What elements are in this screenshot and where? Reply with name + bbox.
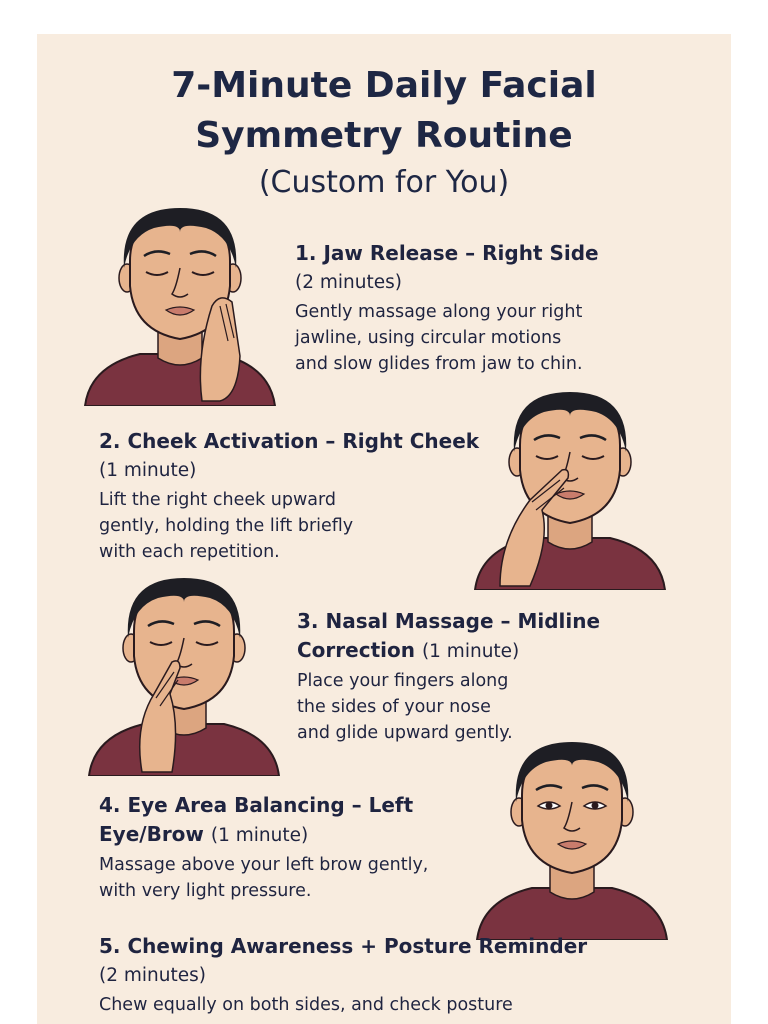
step-2: 2. Cheek Activation – Right Cheek (1 min… — [99, 427, 519, 565]
title-line-1: 7-Minute Daily Facial — [171, 65, 597, 106]
step-4: 4. Eye Area Balancing – Left Eye/Brow (1… — [99, 791, 519, 904]
step-1-desc-line: jawline, using circular motions — [295, 328, 562, 348]
step-2-desc-line: gently, holding the lift briefly — [99, 516, 354, 536]
step-4-heading-line-2: Eye/Brow — [99, 822, 204, 846]
step-3-desc-line: Place your fingers along — [297, 671, 509, 691]
step-3: 3. Nasal Massage – Midline Correction (1… — [297, 607, 717, 746]
step-5: 5. Chewing Awareness + Posture Reminder … — [99, 932, 719, 1018]
step-3-duration: (1 minute) — [421, 641, 520, 662]
step-3-heading-line-2: Correction — [297, 638, 415, 662]
illustration-eye-balancing — [467, 740, 677, 940]
step-5-desc-line: Chew equally on both sides, and check po… — [99, 995, 513, 1015]
title-line-2: Symmetry Routine — [195, 115, 573, 156]
illustration-nasal-massage — [79, 576, 289, 776]
step-1-desc-line: Gently massage along your right — [295, 302, 583, 322]
step-2-heading: 2. Cheek Activation – Right Cheek — [99, 429, 480, 453]
step-4-desc-line: Massage above your left brow gently, — [99, 855, 429, 875]
step-1: 1. Jaw Release – Right Side (2 minutes) … — [295, 239, 715, 377]
step-3-desc-line: the sides of your nose — [297, 697, 491, 717]
illustration-jaw-release — [75, 206, 285, 406]
step-1-desc-line: and slow glides from jaw to chin. — [295, 354, 583, 374]
step-4-duration: (1 minute) — [210, 825, 309, 846]
step-4-desc-line: with very light pressure. — [99, 881, 312, 901]
step-3-heading-line-1: 3. Nasal Massage – Midline — [297, 609, 601, 633]
step-2-desc-line: with each repetition. — [99, 542, 280, 562]
step-3-desc-line: and glide upward gently. — [297, 723, 513, 743]
illustration-cheek-activation — [465, 390, 675, 590]
step-1-duration: (2 minutes) — [295, 272, 402, 293]
routine-card: 7-Minute Daily Facial Symmetry Routine (… — [37, 34, 731, 1024]
step-1-heading: 1. Jaw Release – Right Side — [295, 241, 599, 265]
step-5-duration: (2 minutes) — [99, 965, 206, 986]
title-line-3: (Custom for You) — [258, 165, 510, 200]
step-4-heading-line-1: 4. Eye Area Balancing – Left — [99, 793, 414, 817]
step-2-duration: (1 minute) — [99, 460, 197, 481]
step-5-heading: 5. Chewing Awareness + Posture Reminder — [99, 934, 588, 958]
step-2-desc-line: Lift the right cheek upward — [99, 490, 337, 510]
